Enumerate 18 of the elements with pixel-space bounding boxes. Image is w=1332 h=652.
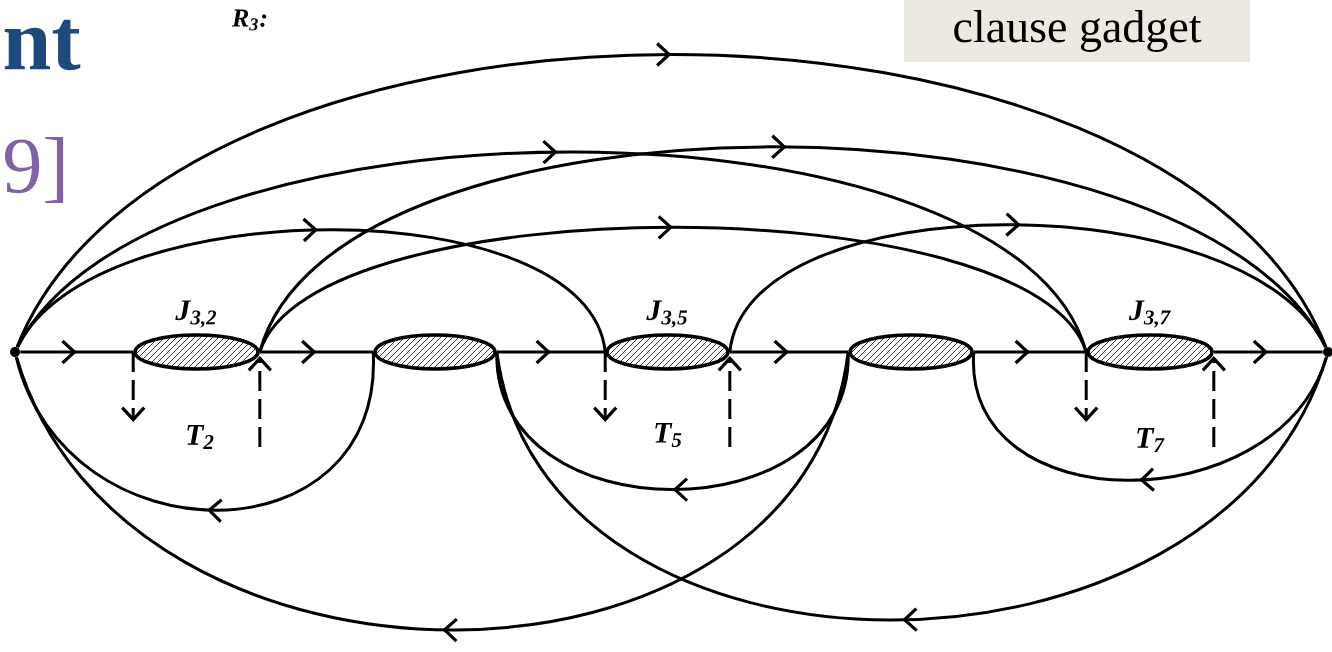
graph-label: R$_{3}$: bbox=[231, 9, 267, 31]
dashed-arrow bbox=[593, 352, 618, 422]
dashed-arrow bbox=[717, 356, 742, 447]
terminal-label: T$_{7}$ bbox=[1137, 428, 1165, 452]
terminal-label: T$_{2}$ bbox=[187, 425, 214, 449]
title-text: nt bbox=[4, 19, 81, 71]
dashed-arrow bbox=[1201, 356, 1226, 447]
node-label: J$_{3,7}$ bbox=[1128, 300, 1171, 328]
hatched-lens bbox=[373, 333, 497, 371]
dashed-arrow bbox=[247, 356, 272, 447]
callout-box: clause gadget bbox=[904, 0, 1250, 62]
node-label: J$_{3,2}$ bbox=[175, 300, 217, 328]
node-label: J$_{3,5}$ bbox=[646, 300, 688, 328]
terminal-label: T$_{5}$ bbox=[655, 422, 682, 448]
dashed-arrow bbox=[1074, 352, 1099, 422]
hatched-lens bbox=[848, 333, 974, 371]
dashed-arrow bbox=[121, 352, 146, 422]
title-text: 9] bbox=[5, 136, 64, 204]
